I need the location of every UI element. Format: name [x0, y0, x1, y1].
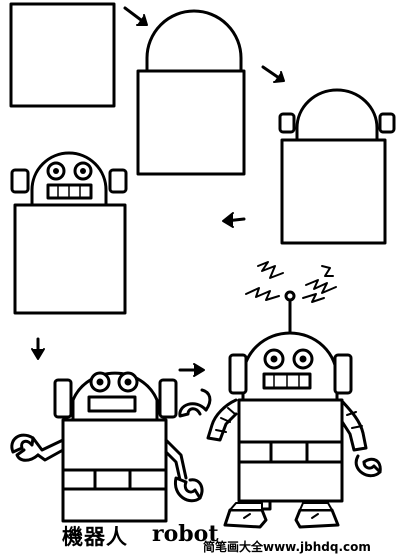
- step-4-head-face: [10, 151, 128, 315]
- arrow-step-2-to-3: [261, 65, 285, 83]
- caption-chinese: 機器人: [62, 525, 128, 549]
- arrow-step-5-to-6: [178, 363, 205, 377]
- step-2-body-dome: [136, 9, 246, 176]
- step-3-body-dome-ears: [278, 88, 396, 245]
- arrow-step-4-to-5: [31, 337, 45, 360]
- arrow-step-1-to-2: [123, 6, 148, 26]
- step-5-robot-with-arms: [10, 371, 204, 523]
- caption-english: robot: [152, 521, 219, 547]
- arrow-step-3-to-4: [222, 212, 246, 228]
- step-1-square: [9, 2, 116, 108]
- step-6-complete-robot: [178, 261, 382, 529]
- site-watermark: 简笔画大全www.jbhdq.com: [203, 540, 371, 554]
